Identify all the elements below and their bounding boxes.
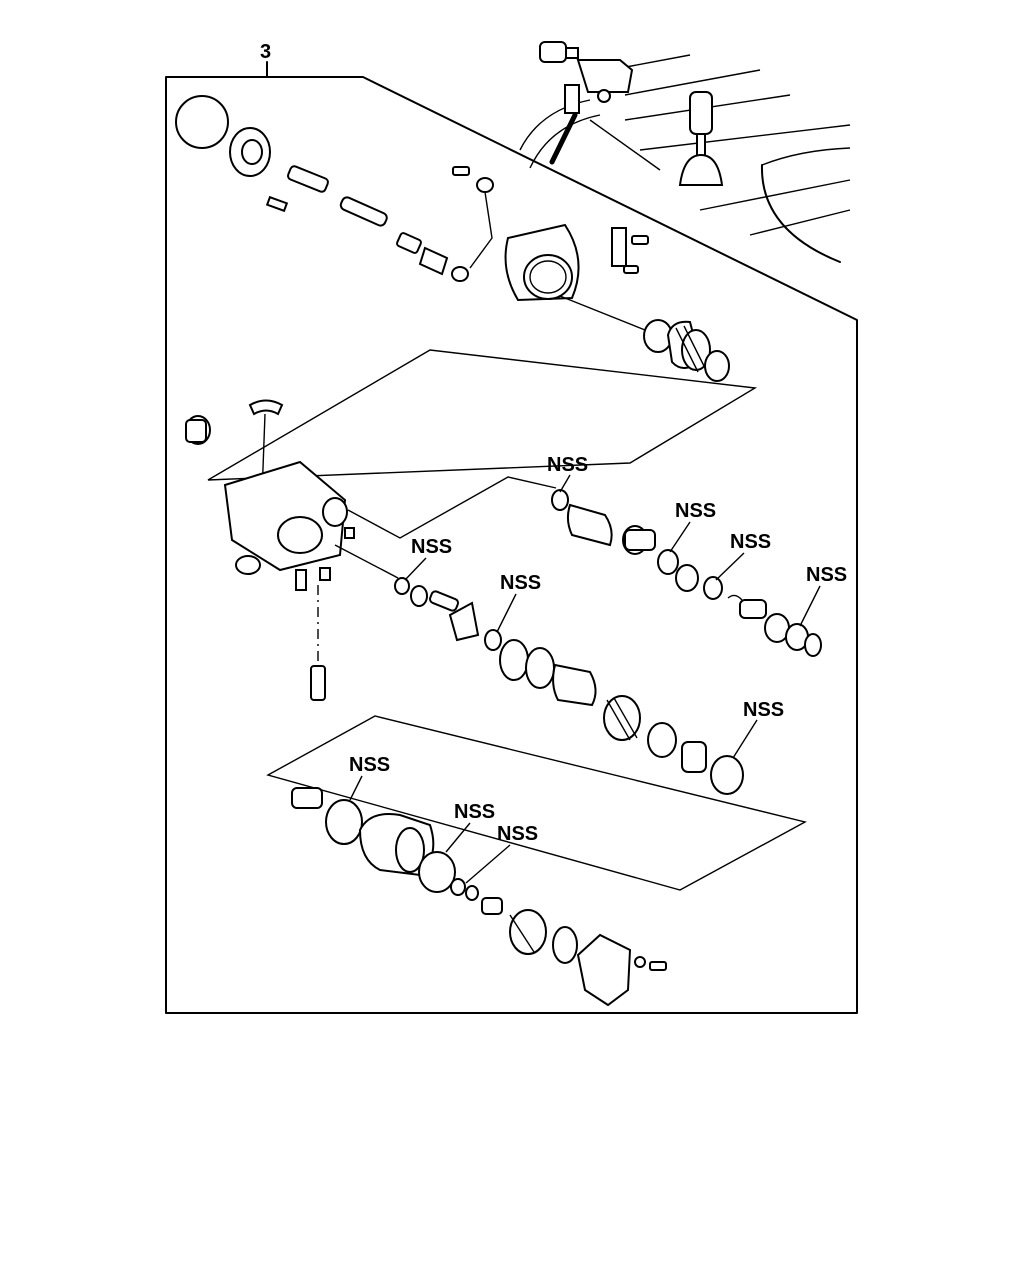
shift-shaft-assembly (175, 95, 649, 331)
svg-text:NSS: NSS (349, 754, 390, 776)
valve-row-lower (291, 787, 667, 1007)
shift-housing (185, 399, 355, 701)
svg-text:NSS: NSS (497, 823, 538, 845)
assembly-frame (165, 76, 858, 1014)
svg-text:NSS: NSS (411, 536, 452, 558)
svg-text:NSS: NSS (547, 454, 588, 476)
nss-callout-10: NSS (465, 823, 538, 884)
valve-row-middle (334, 544, 744, 795)
vehicle-context (519, 41, 851, 263)
subassembly-outline-middle (347, 476, 557, 539)
subassembly-outline-lower (266, 715, 807, 891)
valve-row-upper (551, 489, 822, 657)
nss-callout-2: NSS (669, 500, 716, 553)
nss-callout-7: NSS (732, 699, 784, 759)
nss-callout-9: NSS (445, 801, 495, 853)
svg-text:NSS: NSS (454, 801, 495, 823)
nss-callout-5: NSS (404, 536, 452, 581)
callout-number: 3 (260, 41, 271, 63)
svg-text:NSS: NSS (500, 572, 541, 594)
svg-text:NSS: NSS (730, 531, 771, 553)
svg-text:NSS: NSS (743, 699, 784, 721)
spring-pack-upper (643, 319, 730, 382)
subassembly-outline-upper (207, 349, 758, 481)
nss-callout-8: NSS (349, 754, 390, 801)
svg-text:NSS: NSS (675, 500, 716, 522)
nss-callout-6: NSS (496, 572, 541, 633)
svg-text:NSS: NSS (806, 564, 847, 586)
nss-callout-3: NSS (715, 531, 771, 581)
nss-callout-4: NSS (799, 564, 847, 627)
nss-callout-1: NSS (547, 454, 588, 493)
